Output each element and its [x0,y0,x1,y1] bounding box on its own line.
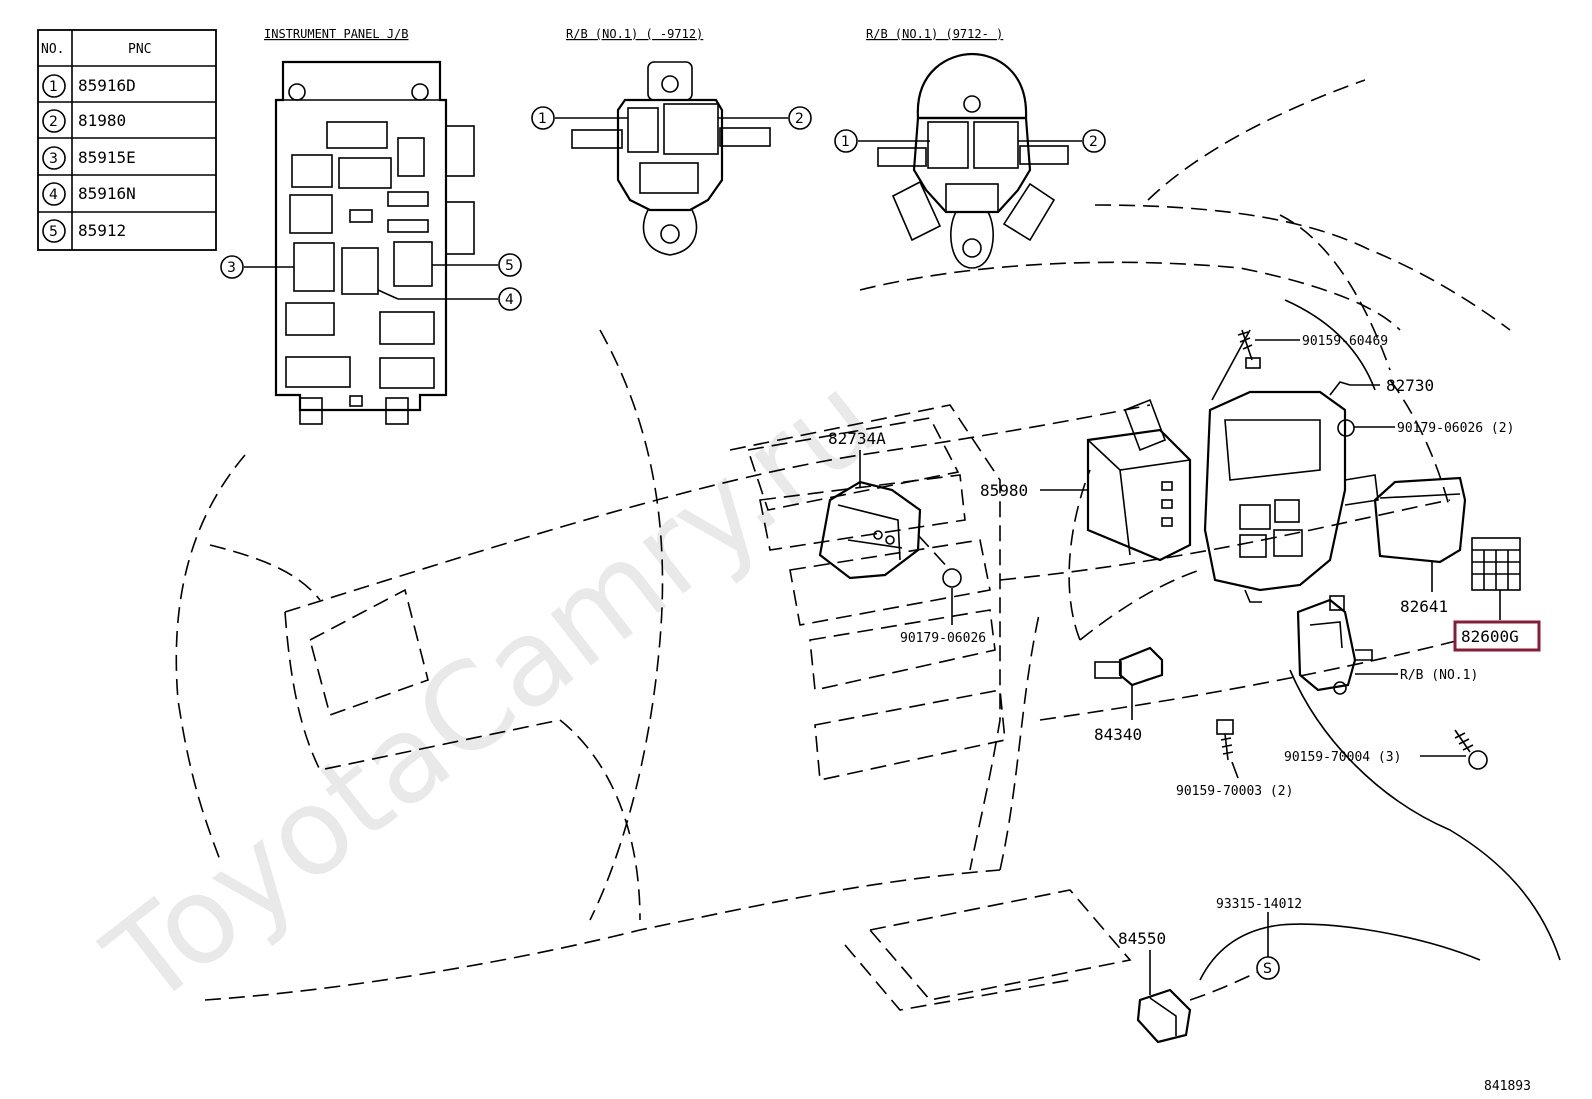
callout-1: 1 [834,129,858,153]
junction-block-82730 [1203,381,1380,603]
label-84550: 84550 [1118,929,1166,948]
heading-rb-left: R/B (NO.1) ( -9712) [566,27,703,41]
label-82641: 82641 [1400,597,1448,616]
label-82600G[interactable]: 82600G [1461,627,1519,646]
label-card-82600G [1471,537,1521,620]
relay-82641 [1373,476,1467,592]
row-number: 2 [49,114,58,130]
switch-82734A [818,450,951,580]
bolt-90159-60469 [1237,329,1300,369]
rb-right-drawing [858,52,1082,269]
relay-85980 [1040,398,1192,562]
switch-84550 [1136,950,1259,1044]
label-rb-no1: R/B (NO.1) [1400,668,1478,683]
row-pnc: 81980 [78,111,126,130]
callout-2-label: 2 [795,111,804,127]
row-pnc: 85912 [78,221,126,240]
heading-rb-right: R/B (NO.1) (9712- ) [866,27,1003,41]
row-number: 4 [49,187,58,203]
screw-93315-14012: S [1256,912,1280,980]
label-82730: 82730 [1386,376,1434,395]
bolt-90159-70003 [1216,719,1239,779]
row-pnc: 85916D [78,76,136,95]
row-pnc: 85915E [78,148,136,167]
table-row: 1 85916D [42,74,136,98]
label-90179-06026-2: 90179-06026 (2) [1397,421,1514,436]
table-row: 3 85915E [42,146,136,170]
instrument-panel-jb-drawing [244,60,498,425]
table-header-pnc: PNC [128,42,151,57]
callout-3-label: 3 [227,260,236,276]
watermark: ToyotaCamry.ru [81,349,902,1033]
callout-4: 4 [498,287,522,311]
callout-5: 5 [498,253,522,277]
screw-s-mark: S [1263,961,1272,977]
pnc-table: NO. PNC 1 85916D 2 81980 3 85915E 4 8591… [37,29,217,251]
dashboard-outline [175,79,1561,1011]
label-90159-70004: 90159-70004 (3) [1284,750,1401,765]
row-number: 1 [49,79,58,95]
highlight-box-82600G [1453,620,1541,652]
row-number: 5 [49,224,58,240]
callout-2-label: 2 [1089,134,1098,150]
callout-3: 3 [220,255,244,279]
label-82734A: 82734A [828,429,886,448]
table-row: 2 81980 [42,109,126,133]
label-90159-60469: 90159-60469 [1302,334,1388,349]
callout-5-label: 5 [505,258,514,274]
diagram-id: 841893 [1484,1079,1531,1094]
relay-block-rb-no1 [1296,595,1398,695]
label-84340: 84340 [1094,725,1142,744]
row-pnc: 85916N [78,184,136,203]
rb-left-drawing [555,61,788,256]
callout-1: 1 [531,106,555,130]
bolt-90159-70004 [1420,729,1488,770]
row-number: 3 [49,151,58,167]
label-90159-70003: 90159-70003 (2) [1176,784,1293,799]
table-row: 4 85916N [42,182,136,206]
callout-2: 2 [1082,129,1106,153]
label-93315-14012: 93315-14012 [1216,897,1302,912]
clip-90179-06026 [942,568,962,625]
callout-2: 2 [788,106,812,130]
callout-1-label: 1 [538,111,547,127]
label-90179-06026: 90179-06026 [900,631,986,646]
heading-instrument-panel: INSTRUMENT PANEL J/B [264,27,409,41]
switch-84340 [1094,646,1164,720]
label-85980: 85980 [980,481,1028,500]
table-row: 5 85912 [42,219,126,243]
callout-4-label: 4 [505,292,514,308]
callout-1-label: 1 [841,134,850,150]
table-header-no: NO. [41,42,64,57]
clip-90179-06026-2 [1337,419,1395,437]
